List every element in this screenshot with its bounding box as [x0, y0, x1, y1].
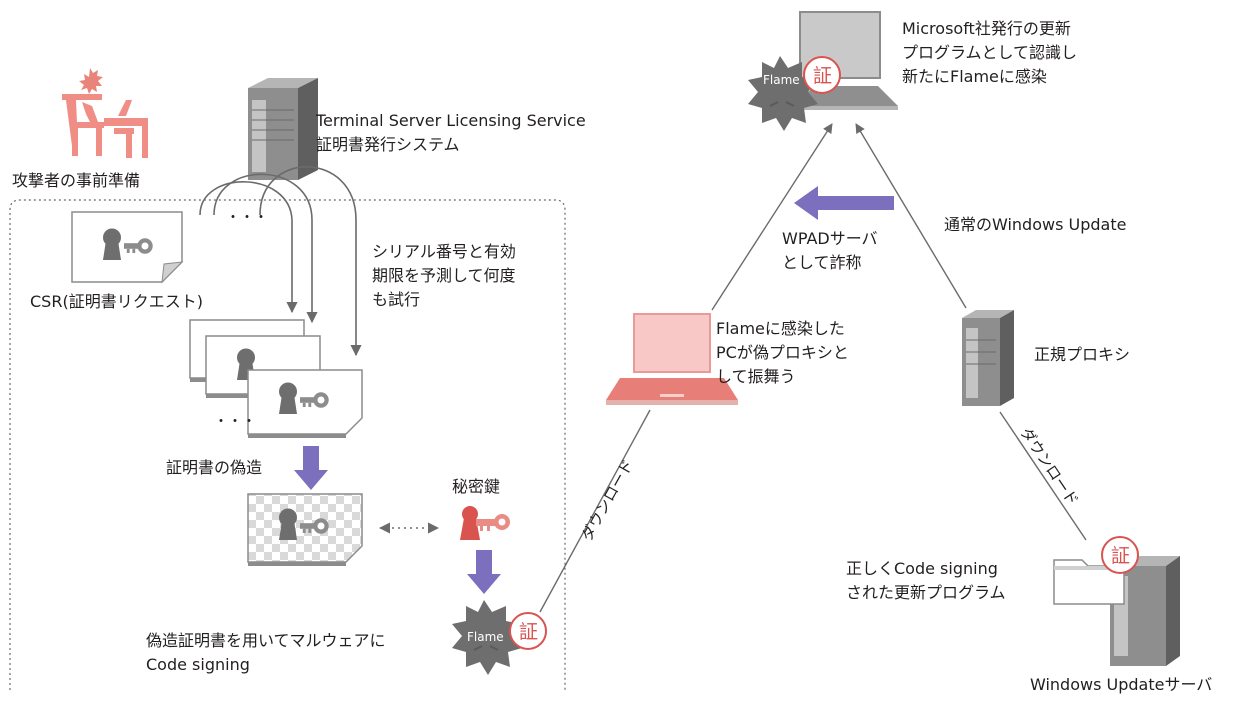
download-label-left: ダウンロード: [578, 456, 637, 543]
svg-text:証: 証: [813, 65, 832, 87]
download-line-left: [539, 409, 651, 613]
flame-virus-icon-top: Flame: [748, 56, 818, 131]
wu-server-label: Windows Updateサーバ: [1030, 675, 1212, 694]
signed-program-line2: された更新プログラム: [846, 583, 1006, 602]
loop-ellipsis: ・・・: [226, 210, 268, 226]
private-key-label: 秘密鍵: [452, 477, 500, 496]
csr-document-icon: [71, 211, 184, 284]
flame-label-bottom: Flame: [467, 630, 504, 644]
infected-pc-line2: PCが偽プロキシと: [716, 343, 849, 362]
proxy-to-victim-arrow: [711, 123, 833, 311]
certificate-stack: [189, 319, 363, 438]
cert-badge-bottom: 証: [509, 612, 547, 650]
flame-label-top: Flame: [763, 73, 800, 87]
tsls-label-line1: Terminal Server Licensing Service: [315, 111, 586, 130]
predict-serial-line2: 期限を予測して何度: [372, 266, 516, 285]
svg-text:証: 証: [1111, 545, 1130, 567]
wpad-line1: WPADサーバ: [782, 229, 878, 248]
csr-label: CSR(証明書リクエスト): [30, 292, 203, 311]
stack-ellipsis: ・・・: [214, 414, 256, 430]
infected-pc-line1: Flameに感染した: [716, 319, 845, 338]
sign-arrow: [467, 550, 501, 594]
signed-program-line1: 正しくCode signing: [846, 559, 998, 578]
tsls-server-icon: [248, 78, 318, 180]
proxy-server-icon: [962, 310, 1014, 406]
code-signing-line1: 偽造証明書を用いてマルウェアに: [146, 631, 386, 650]
request-loop-arrows: [199, 166, 362, 357]
cert-badge-server: 証: [1101, 536, 1139, 574]
code-signing-line2: Code signing: [146, 655, 250, 674]
forge-cert-label: 証明書の偽造: [166, 458, 262, 477]
wpad-line2: として詐称: [782, 253, 862, 272]
ms-update-line3: 新たにFlameに感染: [902, 67, 1047, 86]
tsls-label-line2: 証明書発行システム: [316, 135, 460, 154]
predict-serial-line1: シリアル番号と有効: [372, 242, 516, 261]
ms-update-line2: プログラムとして認識し: [902, 43, 1077, 62]
wpad-arrow: [794, 186, 894, 220]
infected-pc-icon: [606, 313, 738, 405]
svg-text:証: 証: [519, 621, 538, 643]
normal-update-arrow: [855, 123, 967, 309]
predict-serial-line3: も試行: [372, 290, 420, 309]
forge-arrow: [294, 446, 328, 490]
download-line-right: [999, 411, 1087, 541]
infected-pc-line3: して振舞う: [716, 367, 796, 386]
proxy-label: 正規プロキシ: [1034, 345, 1130, 364]
forged-certificate-icon: [247, 493, 363, 566]
attacker-prep-label: 攻撃者の事前準備: [12, 171, 140, 190]
private-key-icon: [460, 506, 510, 540]
cert-badge-top: 証: [803, 56, 841, 94]
normal-update-label: 通常のWindows Update: [944, 215, 1126, 234]
ms-update-line1: Microsoft社発行の更新: [902, 19, 1071, 38]
flame-virus-icon: Flame: [452, 600, 522, 675]
download-label-right: ダウンロード: [1017, 424, 1082, 509]
attacker-icon: [62, 68, 148, 158]
